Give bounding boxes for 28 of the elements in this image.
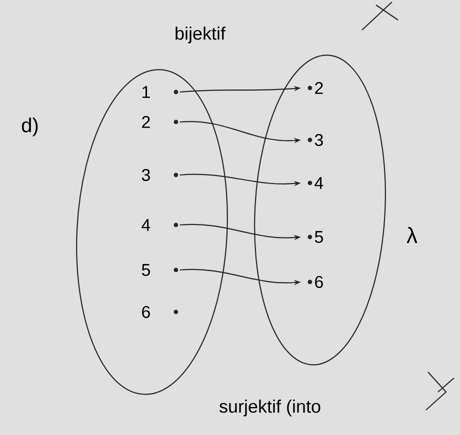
node-label: 5 xyxy=(142,264,150,276)
set-element: 4 xyxy=(308,177,324,189)
set-element: 3 xyxy=(308,134,323,146)
node-label: 1 xyxy=(142,86,150,98)
set-element: 2 xyxy=(142,116,178,128)
node-label: 5 xyxy=(314,231,323,243)
node-label: 3 xyxy=(314,134,323,146)
handwritten-symbol: λ xyxy=(406,227,418,243)
set-element: 1 xyxy=(142,86,178,98)
set-oval xyxy=(76,69,228,395)
node-label: 4 xyxy=(314,177,324,189)
handwritten-word: surjektif (into xyxy=(220,400,320,416)
set-element: 2 xyxy=(308,82,323,94)
set-oval xyxy=(254,54,386,366)
node-label: 6 xyxy=(315,276,323,288)
handwritten-word: bijektif xyxy=(176,26,226,44)
node-label: 2 xyxy=(142,116,150,128)
set-element: 5 xyxy=(142,264,178,276)
set-element: 6 xyxy=(142,306,178,318)
node-label: 6 xyxy=(142,306,150,318)
node-label: 4 xyxy=(142,219,150,231)
set-element: 4 xyxy=(142,219,178,231)
node-label: 3 xyxy=(142,168,150,182)
item-label: d) xyxy=(22,118,38,136)
set-element: 5 xyxy=(308,231,323,243)
node-label: 2 xyxy=(315,82,323,94)
set-element: 3 xyxy=(142,168,178,181)
set-element: 6 xyxy=(308,276,323,288)
